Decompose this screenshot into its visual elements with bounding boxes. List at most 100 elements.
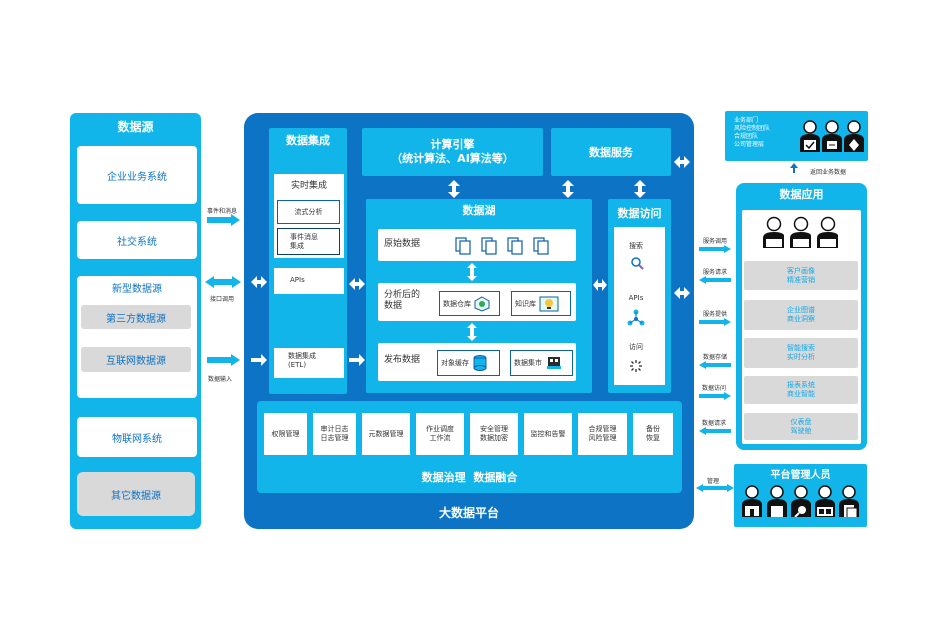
user-icon bbox=[800, 120, 820, 152]
app-customer-profile[interactable]: 客户画像 精准营销 bbox=[744, 261, 858, 290]
arrow-right-icon bbox=[699, 318, 731, 330]
user-icon bbox=[790, 216, 811, 248]
access-apis-label[interactable]: APIs bbox=[628, 294, 644, 302]
data-mart-label: 数据集市 bbox=[514, 359, 542, 367]
data-service[interactable]: 数据服务 bbox=[551, 128, 671, 176]
label-service-call: 服务调用 bbox=[703, 238, 728, 245]
source-social[interactable]: 社交系统 bbox=[77, 221, 197, 259]
arrow-left-icon bbox=[699, 427, 731, 439]
arrow-right-icon bbox=[251, 354, 267, 366]
object-cache[interactable]: 对象缓存 bbox=[437, 350, 500, 376]
tool-monitoring[interactable]: 监控和告警 bbox=[524, 413, 572, 455]
label-data-storage: 数据存储 bbox=[703, 354, 728, 361]
stream-analysis[interactable]: 流式分析 bbox=[277, 200, 340, 224]
source-iot[interactable]: 物联网系统 bbox=[77, 417, 197, 457]
user-icon bbox=[844, 120, 864, 152]
tool-audit-log[interactable]: 审计日志 日志管理 bbox=[313, 413, 356, 455]
integration-apis[interactable]: APIs bbox=[274, 268, 344, 294]
service-title: 数据服务 bbox=[589, 146, 633, 159]
arrow-right-icon bbox=[699, 245, 731, 257]
integration-title: 数据集成 bbox=[286, 134, 330, 147]
data-mart[interactable]: 数据集市 bbox=[510, 350, 573, 376]
label-api-call: 接口调用 bbox=[210, 296, 235, 303]
label-data-access: 数据访问 bbox=[702, 385, 727, 392]
user-icon bbox=[815, 485, 835, 517]
label-business-data: 返回业务数据 bbox=[810, 169, 847, 176]
tool-metadata[interactable]: 元数据管理 bbox=[362, 413, 410, 455]
app-report-system[interactable]: 报表系统 商业智能 bbox=[744, 376, 858, 404]
user-icon bbox=[791, 485, 811, 517]
arrow-vertical-icon bbox=[634, 180, 646, 202]
app-enterprise-graph[interactable]: 企业图谱 商业洞察 bbox=[744, 300, 858, 330]
arrow-vertical-icon bbox=[448, 180, 460, 202]
dept-compliance: 合规团队 bbox=[734, 133, 759, 140]
compute-engine[interactable]: 计算引擎 （统计算法、AI算法等） bbox=[362, 128, 543, 176]
dept-management: 公司管理层 bbox=[734, 141, 765, 148]
arrow-vertical-icon bbox=[562, 180, 574, 202]
integration-etl[interactable]: 数据集成 (ETL) bbox=[274, 348, 344, 378]
knowledge-label: 知识库 bbox=[515, 299, 536, 308]
tool-security[interactable]: 安全管理 数据加密 bbox=[470, 413, 518, 455]
dept-risk: 风险控制团队 bbox=[734, 125, 771, 132]
realtime-title: 实时集成 bbox=[290, 181, 327, 191]
tool-permission[interactable]: 权限管理 bbox=[264, 413, 307, 455]
search-icon bbox=[631, 257, 644, 270]
arrow-both-icon bbox=[674, 156, 690, 168]
access-visit-label[interactable]: 访问 bbox=[629, 343, 643, 351]
lake-raw-row[interactable]: 原始数据 bbox=[378, 229, 576, 261]
user-icon bbox=[822, 120, 842, 152]
arrow-right-icon bbox=[207, 214, 240, 226]
tool-backup[interactable]: 备份 恢复 bbox=[633, 413, 673, 455]
departments-panel: 业务部门 风险控制团队 合规团队 公司管理层 bbox=[725, 111, 868, 161]
arrow-right-icon bbox=[349, 354, 365, 366]
source-new-group: 新型数据源 bbox=[77, 276, 197, 398]
access-list bbox=[614, 227, 665, 385]
governance-footer: 数据治理 数据融合 bbox=[421, 471, 518, 484]
knowledge-icon bbox=[539, 296, 559, 311]
user-icon bbox=[817, 216, 838, 248]
user-icon bbox=[767, 485, 787, 517]
warehouse-icon bbox=[474, 295, 490, 312]
departments-list: 业务部门 风险控制团队 合规团队 公司管理层 bbox=[734, 117, 770, 149]
app-dashboard[interactable]: 仪表盘 驾驶舱 bbox=[744, 413, 858, 440]
arrow-vertical-icon bbox=[467, 263, 477, 285]
app-smart-search[interactable]: 智能搜索 实时分析 bbox=[744, 338, 858, 368]
tool-compliance[interactable]: 合规管理 风险管理 bbox=[578, 413, 627, 455]
label-service-request: 服务请求 bbox=[703, 269, 728, 276]
network-icon bbox=[627, 309, 645, 326]
arrow-left-icon bbox=[699, 361, 731, 373]
source-third-party[interactable]: 第三方数据源 bbox=[81, 305, 191, 329]
data-lake-title: 数据湖 bbox=[462, 204, 496, 217]
dept-business: 业务部门 bbox=[734, 117, 759, 124]
lake-raw-label: 原始数据 bbox=[384, 239, 421, 249]
arrow-both-icon bbox=[349, 278, 365, 290]
label-data-input: 数据输入 bbox=[208, 376, 233, 383]
admins-title: 平台管理人员 bbox=[770, 470, 831, 481]
lake-analyzed-label: 分析后的 数据 bbox=[384, 290, 421, 311]
tool-scheduling[interactable]: 作业调度 工作流 bbox=[416, 413, 464, 455]
data-source-title: 数据源 bbox=[117, 120, 154, 134]
warehouse-label: 数据仓库 bbox=[443, 299, 471, 308]
data-warehouse[interactable]: 数据仓库 bbox=[439, 291, 500, 316]
arrow-both-icon bbox=[205, 276, 241, 288]
arrow-both-icon bbox=[593, 279, 607, 291]
source-enterprise[interactable]: 企业业务系统 bbox=[77, 146, 197, 204]
arrow-up-icon bbox=[790, 163, 798, 173]
arrow-right-icon bbox=[699, 392, 731, 404]
platform-title: 大数据平台 bbox=[438, 506, 499, 520]
event-msg-integration[interactable]: 事件消息 集成 bbox=[277, 228, 340, 255]
apps-title: 数据应用 bbox=[779, 188, 824, 201]
label-manage: 管理 bbox=[707, 478, 720, 485]
lake-publish-label: 发布数据 bbox=[384, 355, 421, 365]
user-icon bbox=[839, 485, 859, 517]
arrow-right-icon bbox=[207, 354, 240, 366]
source-other[interactable]: 其它数据源 bbox=[77, 472, 195, 516]
label-service-provide: 服务提供 bbox=[703, 311, 728, 318]
label-event-msg: 事件和消息 bbox=[207, 208, 238, 215]
compute-title: 计算引擎 （统计算法、AI算法等） bbox=[391, 138, 514, 165]
knowledge-base[interactable]: 知识库 bbox=[511, 291, 571, 316]
access-search-label[interactable]: 搜索 bbox=[629, 242, 643, 250]
label-data-request: 数据请求 bbox=[702, 420, 727, 427]
source-internet[interactable]: 互联网数据源 bbox=[81, 347, 191, 372]
arrow-left-icon bbox=[699, 276, 731, 288]
